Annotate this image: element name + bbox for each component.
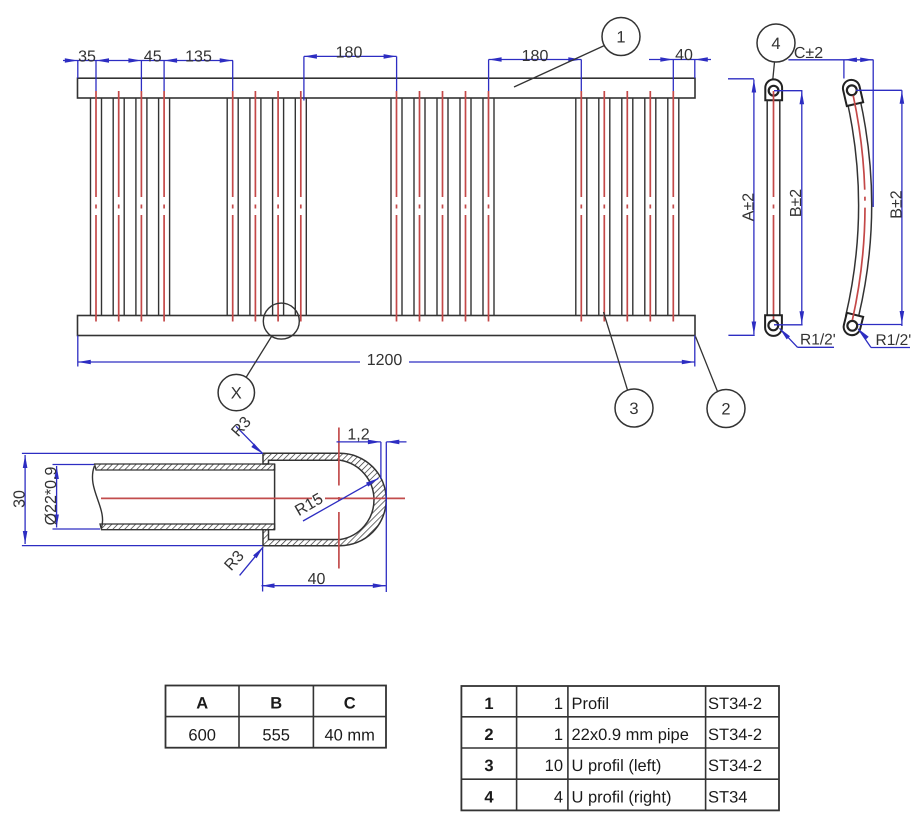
svg-text:ST34-2: ST34-2	[708, 757, 762, 775]
svg-text:U profil (right): U profil (right)	[572, 788, 672, 806]
svg-text:40: 40	[675, 47, 693, 64]
svg-text:1: 1	[554, 695, 563, 713]
svg-text:3: 3	[484, 757, 493, 775]
svg-text:R1/2': R1/2'	[876, 332, 912, 349]
svg-text:30: 30	[12, 490, 29, 508]
svg-text:1: 1	[616, 28, 625, 46]
svg-text:4: 4	[484, 788, 494, 806]
svg-text:1: 1	[484, 695, 493, 713]
svg-text:40 mm: 40 mm	[324, 727, 374, 745]
svg-text:600: 600	[188, 727, 216, 745]
svg-text:180: 180	[522, 48, 549, 65]
svg-text:R1/2': R1/2'	[800, 332, 836, 349]
svg-text:Ø22*0.9: Ø22*0.9	[43, 467, 60, 526]
svg-text:C: C	[344, 695, 356, 713]
svg-text:1,2: 1,2	[347, 427, 369, 444]
svg-text:10: 10	[545, 757, 563, 775]
svg-text:A±2: A±2	[740, 193, 757, 221]
svg-text:B±2: B±2	[888, 190, 905, 218]
svg-text:1: 1	[554, 726, 563, 744]
svg-text:135: 135	[185, 49, 212, 66]
svg-text:Profil: Profil	[572, 695, 610, 713]
svg-text:2: 2	[721, 400, 730, 418]
svg-text:B: B	[270, 695, 282, 713]
svg-text:3: 3	[629, 400, 638, 418]
svg-text:C±2: C±2	[794, 45, 823, 62]
svg-text:45: 45	[144, 49, 162, 66]
svg-text:180: 180	[336, 44, 363, 61]
svg-text:4: 4	[771, 35, 780, 53]
svg-text:ST34-2: ST34-2	[708, 695, 762, 713]
svg-text:555: 555	[262, 727, 290, 745]
svg-text:35: 35	[78, 49, 96, 66]
svg-text:2: 2	[484, 726, 493, 744]
svg-text:A: A	[196, 695, 208, 713]
svg-text:ST34-2: ST34-2	[708, 726, 762, 744]
svg-text:22x0.9 mm pipe: 22x0.9 mm pipe	[572, 726, 689, 744]
svg-text:B±2: B±2	[788, 189, 805, 217]
svg-text:40: 40	[308, 571, 326, 588]
svg-text:1200: 1200	[367, 352, 403, 369]
svg-text:X: X	[231, 384, 242, 402]
svg-text:U profil (left): U profil (left)	[572, 757, 662, 775]
svg-text:ST34: ST34	[708, 788, 747, 806]
svg-text:4: 4	[554, 788, 563, 806]
